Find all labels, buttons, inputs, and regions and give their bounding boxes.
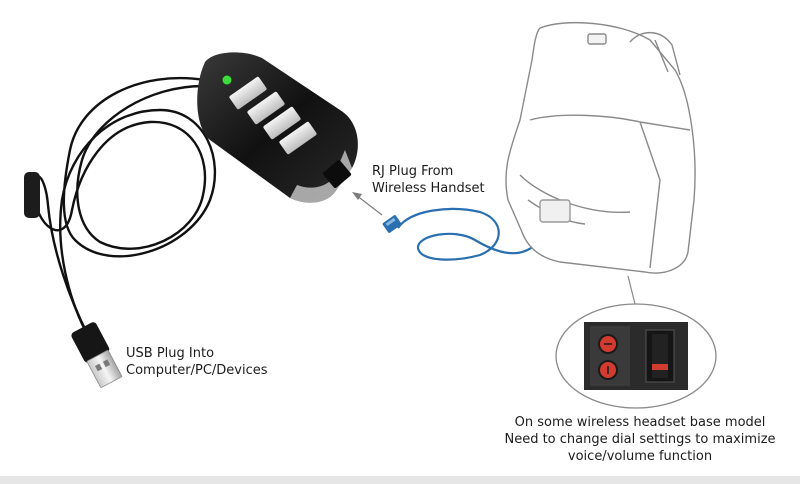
dial-note-line-3: voice/volume function bbox=[490, 448, 790, 465]
usb-plug bbox=[70, 321, 124, 389]
base-body bbox=[506, 23, 695, 273]
usb-cable bbox=[34, 78, 215, 335]
rj-plug-icon bbox=[382, 214, 402, 233]
dial-inset bbox=[556, 304, 716, 408]
dial-note-line-2: Need to change dial settings to maximize bbox=[490, 431, 790, 448]
dial-note-line-1: On some wireless headset base model bbox=[490, 414, 790, 431]
rj-plug-label-line-2: Wireless Handset bbox=[372, 180, 485, 197]
slider-switch bbox=[652, 364, 668, 370]
bottom-bar bbox=[0, 476, 800, 484]
usb-plug-label-line-1: USB Plug Into bbox=[126, 345, 268, 362]
dial-settings-note: On some wireless headset base model Need… bbox=[490, 414, 790, 465]
usb-adapter bbox=[197, 52, 358, 202]
rj-plug-label: RJ Plug From Wireless Handset bbox=[372, 163, 485, 197]
usb-plug-label-line-2: Computer/PC/Devices bbox=[126, 362, 268, 379]
ferrite-core bbox=[24, 172, 40, 218]
usb-plug-label: USB Plug Into Computer/PC/Devices bbox=[126, 345, 268, 379]
status-led-icon bbox=[223, 76, 232, 85]
rj-plug-label-line-1: RJ Plug From bbox=[372, 163, 485, 180]
dial-leader-line bbox=[628, 276, 636, 308]
headset-base bbox=[506, 23, 695, 273]
